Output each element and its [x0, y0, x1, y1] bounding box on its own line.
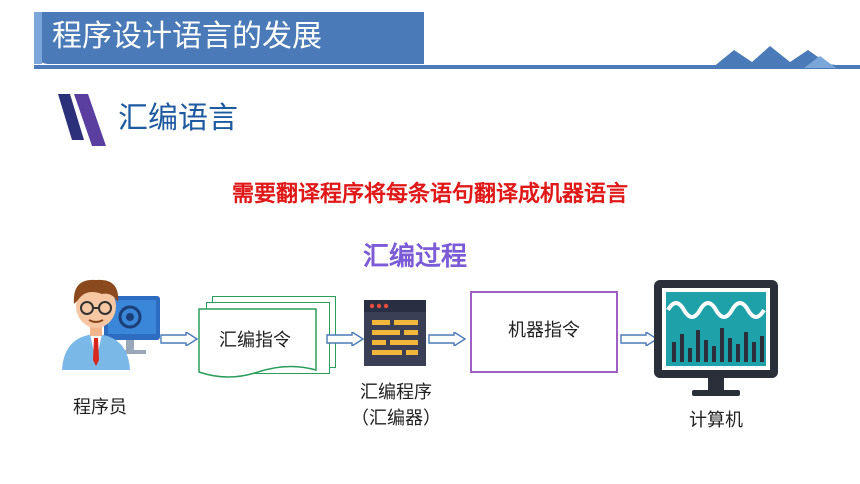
section-title: 汇编语言: [118, 101, 238, 136]
computer-icon: [654, 280, 778, 396]
instruction-doc-front: [198, 308, 317, 378]
translation-note: 需要翻译程序将每条语句翻译成机器语言: [231, 182, 628, 207]
computer-label: 计算机: [689, 410, 743, 431]
section-marker-icon: [58, 94, 106, 146]
mountain-decoration-icon: [712, 46, 860, 68]
machine-instruction-label: 机器指令: [508, 320, 580, 341]
header-bar: [34, 12, 424, 64]
arrow-right-icon: [428, 332, 466, 346]
page-title: 程序设计语言的发展: [52, 19, 322, 54]
arrow-right-icon: [160, 332, 198, 346]
process-title: 汇编过程: [362, 242, 467, 272]
programmer-label: 程序员: [73, 397, 127, 418]
assembler-icon: [364, 300, 426, 366]
assembler-label-sub: （汇编器）: [351, 408, 441, 429]
header-divider: [34, 65, 860, 69]
arrow-right-icon: [620, 332, 658, 346]
assembler-label: 汇编程序: [360, 382, 432, 403]
machine-instruction-box: [470, 291, 618, 373]
programmer-icon: [62, 279, 160, 370]
instruction-label: 汇编指令: [219, 330, 291, 351]
arrow-right-icon: [326, 332, 364, 346]
